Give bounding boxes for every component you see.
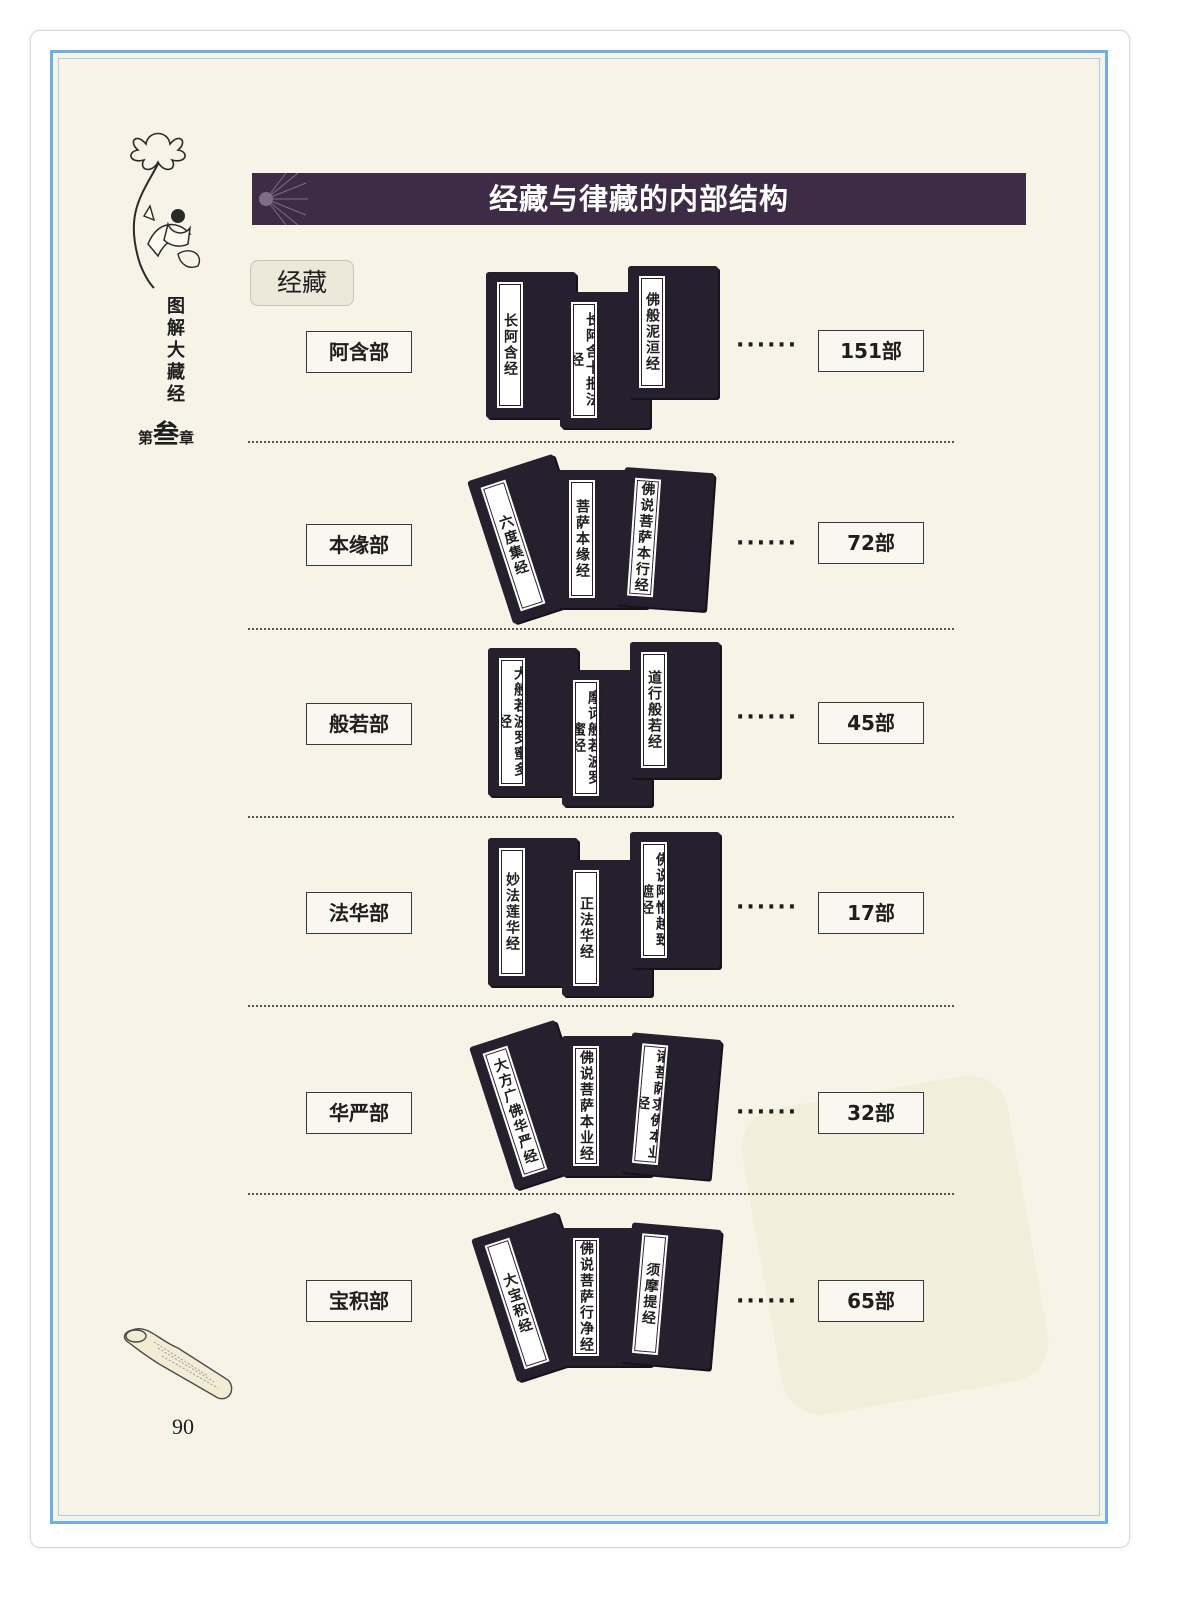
book-title: 佛说阿惟越致遮经 [638, 842, 670, 958]
row-divider [248, 1005, 954, 1007]
page-number: 90 [172, 1414, 194, 1439]
book-title: 长阿含十报法经 [568, 302, 600, 418]
category-label: 宝积部 [306, 1280, 412, 1322]
book-title: 诸菩萨求佛本业经 [631, 1043, 671, 1165]
section-tag: 经藏 [250, 260, 354, 306]
category-label: 本缘部 [306, 524, 412, 566]
ellipsis: ······ [736, 333, 799, 358]
category-label: 般若部 [306, 703, 412, 745]
chapter-suffix: 章 [179, 429, 195, 447]
chapter-number: 叁 [153, 420, 180, 450]
ellipsis: ······ [736, 705, 799, 730]
category-label: 阿含部 [306, 331, 412, 373]
book-cover: 佛说阿惟越致遮经 [630, 832, 720, 968]
sunburst-icon [259, 173, 308, 225]
row-divider [248, 816, 954, 818]
ellipsis: ······ [736, 1289, 799, 1314]
book-title: 佛说菩萨本业经 [573, 1046, 599, 1166]
ellipsis: ······ [736, 895, 799, 920]
count-label: 32部 [818, 1092, 924, 1134]
chapter-label: 第叁章 [138, 414, 194, 451]
category-label: 法华部 [306, 892, 412, 934]
lotus-figure-icon [130, 132, 201, 289]
ellipsis: ······ [736, 531, 799, 556]
count-label: 17部 [818, 892, 924, 934]
title-banner: 经藏与律藏的内部结构 [252, 173, 1026, 225]
book-title: 正法华经 [573, 870, 599, 986]
book-cover: 须摩提经 [620, 1222, 722, 1370]
banner-title: 经藏与律藏的内部结构 [488, 182, 789, 216]
book-cover: 菩萨本缘经 [558, 470, 648, 608]
scroll-icon [123, 1328, 233, 1400]
count-label: 45部 [818, 702, 924, 744]
book-cover: 佛般泥洹经 [628, 266, 718, 398]
count-label: 151部 [818, 330, 924, 372]
book-title: 佛说菩萨行净经 [573, 1238, 599, 1356]
book-title: 菩萨本缘经 [569, 480, 595, 598]
book-title: 摩诃般若波罗蜜经 [570, 680, 602, 796]
row-divider [248, 628, 954, 630]
book-cover: 道行般若经 [630, 642, 720, 778]
ellipsis: ······ [736, 1100, 799, 1125]
row-divider [248, 441, 954, 443]
book-title: 佛说菩萨本行经 [626, 477, 662, 598]
book-title: 须摩提经 [631, 1233, 670, 1355]
book-title: 长阿含经 [497, 282, 523, 408]
book-series-title: 图解大藏经 [167, 296, 185, 405]
row-divider [248, 1193, 954, 1195]
count-label: 72部 [818, 522, 924, 564]
category-label: 华严部 [306, 1092, 412, 1134]
book-title: 妙法莲华经 [499, 848, 525, 976]
book-cover: 佛说菩萨本行经 [615, 467, 715, 611]
count-label: 65部 [818, 1280, 924, 1322]
book-title: 道行般若经 [641, 652, 667, 768]
book-cover: 诸菩萨求佛本业经 [620, 1032, 722, 1180]
book-title: 佛般泥洹经 [639, 276, 665, 388]
book-title: 大般若波罗蜜多经 [496, 658, 528, 786]
chapter-prefix: 第 [138, 429, 154, 447]
